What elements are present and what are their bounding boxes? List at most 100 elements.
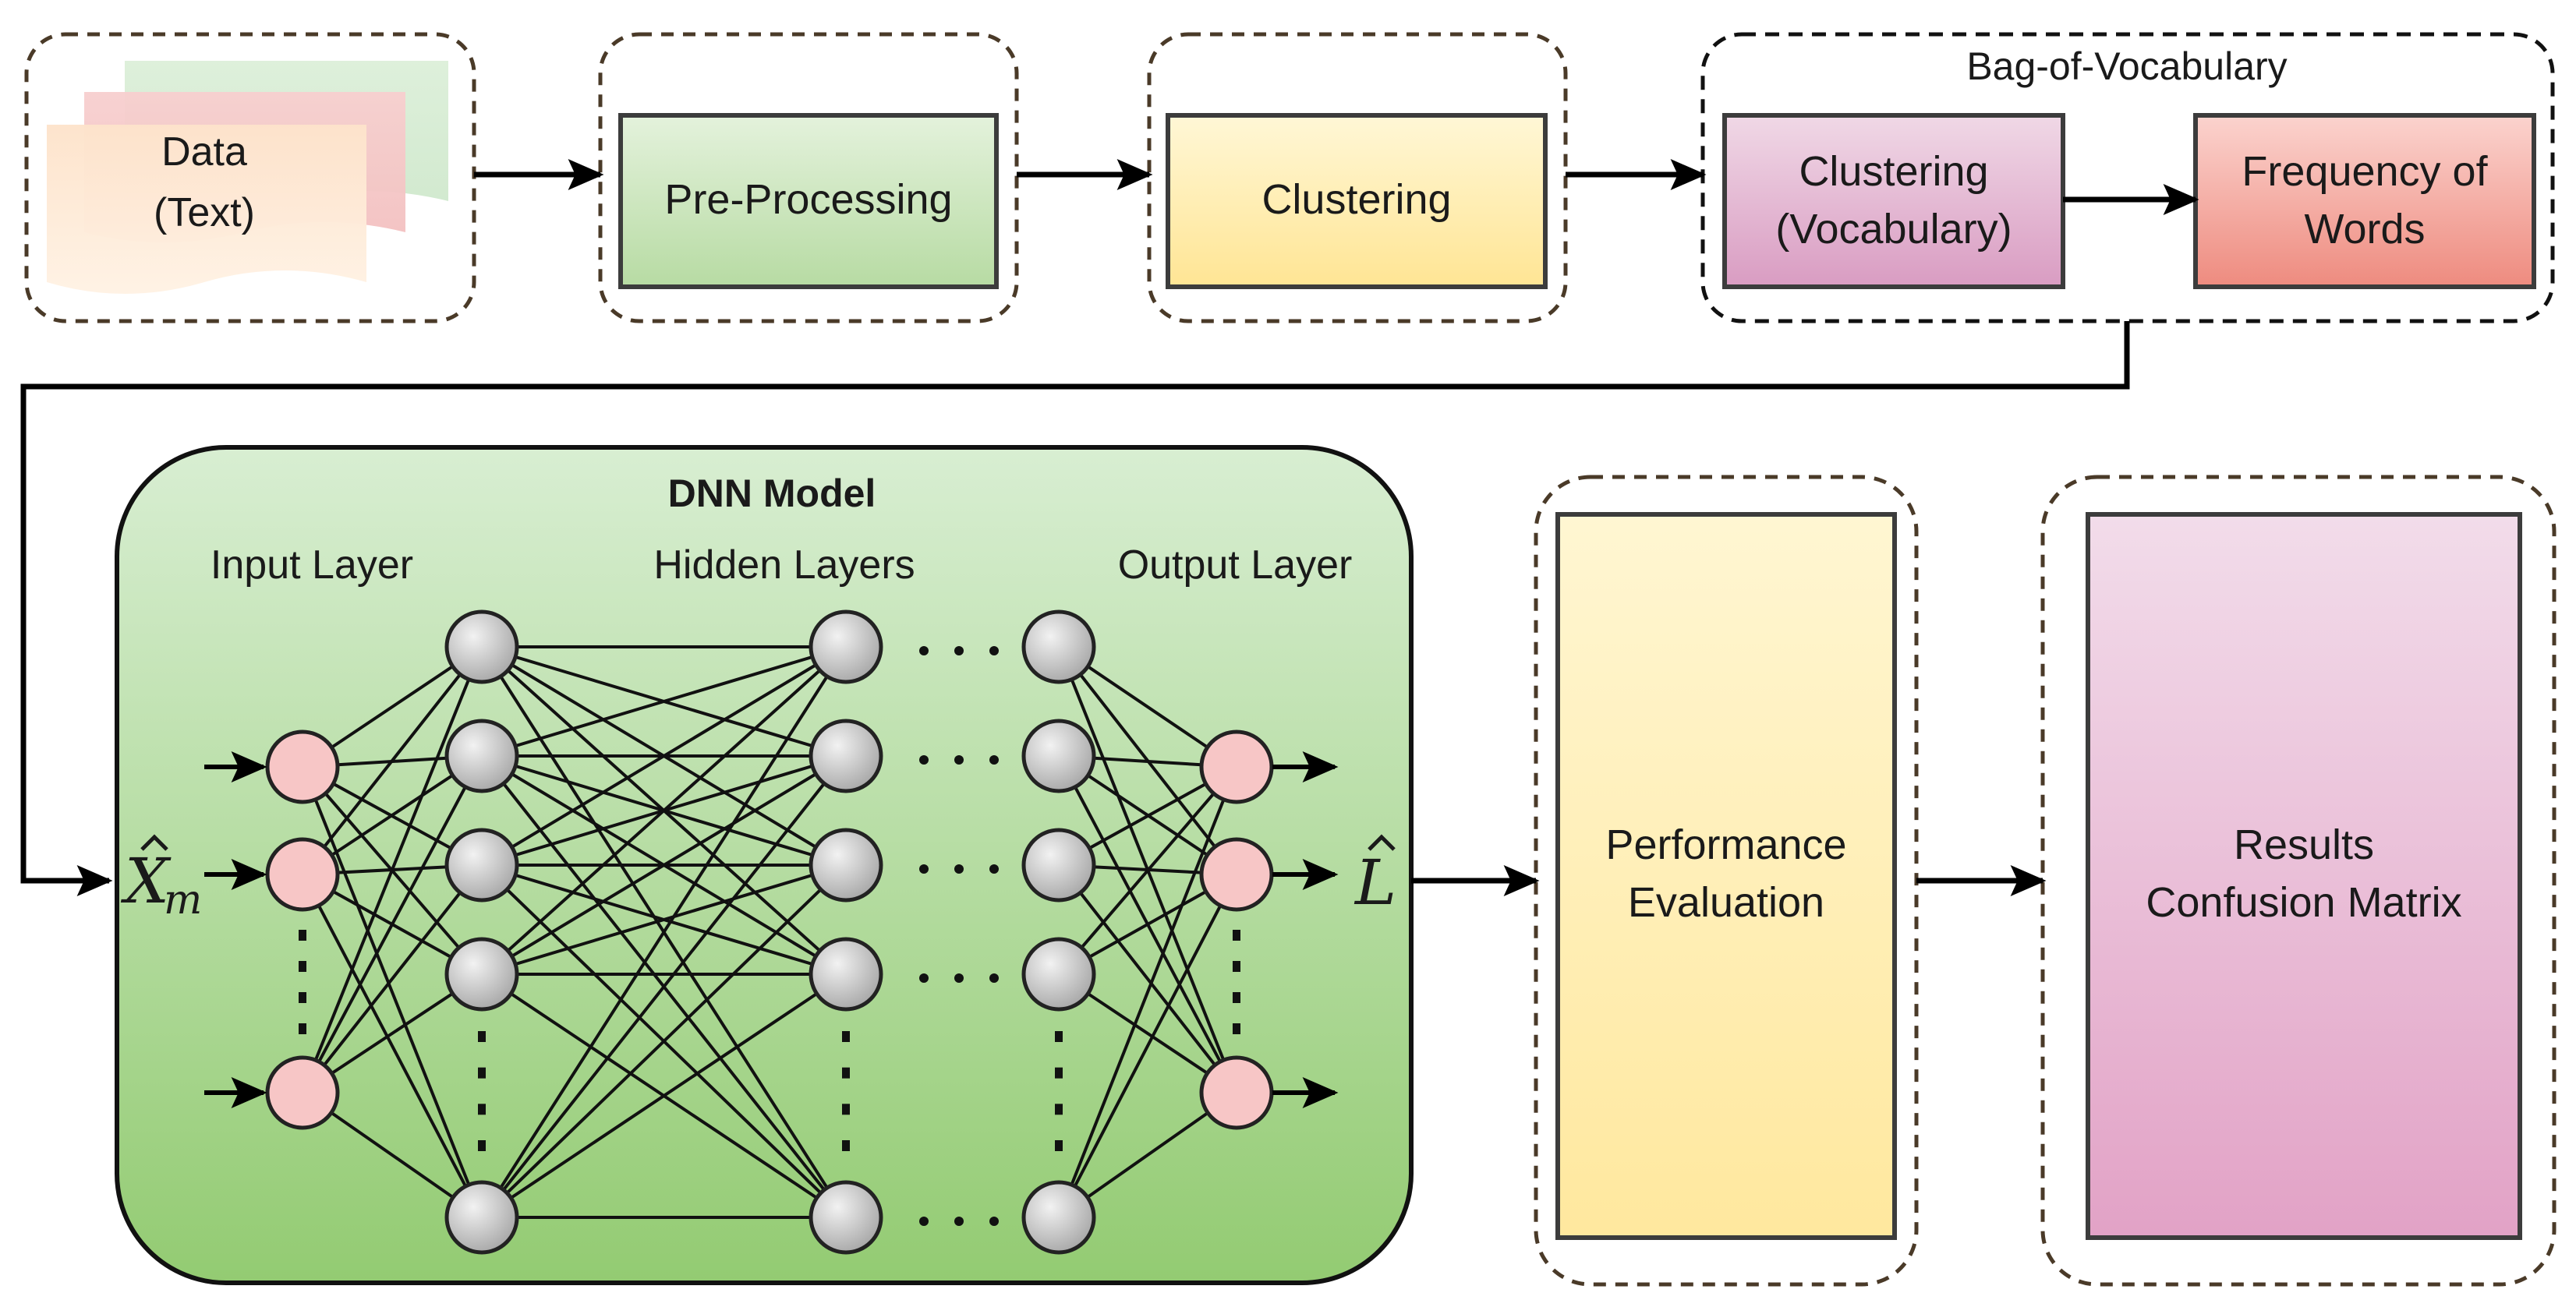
ellipsis-dot (954, 646, 964, 655)
edge-hidden-hidden (481, 864, 847, 976)
hidden-node (1021, 609, 1096, 684)
ellipsis-dot (842, 1067, 850, 1079)
hidden-node (1021, 1180, 1096, 1255)
edge-hidden-output (1057, 765, 1238, 976)
arrow-bov-to-dnn (20, 321, 2130, 896)
ellipsis-dot (1055, 1031, 1063, 1042)
data-group-frame (24, 32, 476, 323)
ellipsis-dot (842, 1031, 850, 1042)
ellipsis-dot (954, 1217, 964, 1226)
input-symbol-x: X (120, 845, 172, 917)
ellipsis-dot (1055, 1104, 1063, 1115)
ellipsis-dot (989, 646, 999, 655)
hidden-node (1021, 719, 1096, 793)
preprocessing-box (618, 113, 999, 289)
edge-hidden-hidden (480, 645, 847, 1219)
ellipsis-dot (919, 1217, 929, 1226)
ellipsis-dot (842, 1104, 850, 1115)
ellipsis-dot (1233, 992, 1240, 1003)
ellipsis-dot (989, 755, 999, 765)
output-symbol: L (1353, 834, 1396, 919)
edge-hidden-output (1057, 766, 1238, 1218)
performance-evaluation-box (1555, 512, 1897, 1240)
ellipsis-dot (1055, 1140, 1063, 1151)
edge-input-hidden (301, 874, 483, 1218)
network-io-arrows (204, 751, 1339, 1108)
ellipsis-dot (1233, 961, 1240, 972)
hidden-node (444, 719, 519, 793)
hidden-node (809, 1180, 883, 1255)
edge-input-hidden (301, 645, 483, 876)
input-node (265, 729, 340, 804)
ellipsis-dot (299, 992, 306, 1003)
edge-input-hidden (301, 766, 483, 1218)
bag-of-vocabulary-title: Bag-of-Vocabulary (1966, 44, 2287, 88)
output-layer-label: Output Layer (1118, 542, 1353, 588)
input-node (265, 1055, 340, 1130)
top-row-arrows (20, 159, 2199, 896)
clustering-group-frame (1147, 32, 1568, 323)
edge-hidden-output (1057, 874, 1238, 1218)
edge-input-hidden (301, 864, 483, 1094)
network-ellipsis-dots (299, 646, 1240, 1226)
ellipsis-dot (299, 930, 306, 941)
hidden-node (444, 1180, 519, 1255)
hidden-node (444, 937, 519, 1012)
hidden-node (1021, 828, 1096, 903)
output-symbol-l: L (1353, 846, 1396, 919)
hidden-node (809, 937, 883, 1012)
ellipsis-dot (478, 1067, 486, 1079)
hidden-layers-label: Hidden Layers (653, 542, 915, 588)
dnn-model-title: DNN Model (668, 472, 876, 515)
preprocessing-label: Pre-Processing (664, 176, 952, 223)
clustering-vocabulary-line1: Clustering (1799, 148, 1988, 195)
input-symbol-subscript: m (164, 877, 202, 924)
ellipsis-dot (1055, 1067, 1063, 1079)
network-nodes (265, 609, 1274, 1255)
ellipsis-dot (919, 864, 929, 874)
ellipsis-dot (954, 755, 964, 765)
hidden-node (1021, 937, 1096, 1012)
input-symbol-hat (140, 834, 168, 851)
frequency-of-words-box (2193, 113, 2536, 289)
ellipsis-dot (989, 864, 999, 874)
ellipsis-dot (989, 973, 999, 983)
output-node (1199, 1055, 1274, 1130)
preprocessing-group-frame (598, 32, 1019, 323)
frequency-of-words-line2: Words (2304, 206, 2425, 253)
ellipsis-dot (478, 1104, 486, 1115)
clustering-vocabulary-line2: (Vocabulary) (1775, 206, 2012, 253)
data-label-line1: Data (161, 129, 247, 175)
results-group-frame (2040, 475, 2557, 1287)
input-symbol: X m (120, 834, 202, 924)
results-box (2086, 512, 2522, 1240)
ellipsis-dot (1233, 930, 1240, 941)
ellipsis-dot (1233, 1023, 1240, 1034)
edge-input-hidden (301, 646, 483, 1093)
document-stack-icon (47, 61, 448, 294)
ellipsis-dot (919, 755, 929, 765)
performance-evaluation-line2: Evaluation (1628, 879, 1824, 926)
frequency-of-words-line1: Frequency of (2242, 148, 2488, 195)
edge-hidden-output (1057, 864, 1238, 1094)
results-line1: Results (2234, 821, 2374, 868)
performance-evaluation-line1: Performance (1605, 821, 1846, 868)
output-symbol-hat (1368, 834, 1396, 851)
edge-hidden-hidden (480, 645, 847, 976)
ellipsis-dot (954, 864, 964, 874)
edge-hidden-hidden (480, 973, 847, 1219)
ellipsis-dot (299, 1023, 306, 1034)
hidden-node (809, 828, 883, 903)
edge-hidden-hidden (480, 754, 847, 1219)
output-node (1199, 837, 1274, 912)
edge-input-hidden (301, 755, 483, 1093)
ellipsis-dot (842, 1140, 850, 1151)
input-layer-label: Input Layer (211, 542, 413, 588)
ellipsis-dot (478, 1140, 486, 1151)
results-line2: Confusion Matrix (2146, 879, 2461, 926)
ellipsis-dot (919, 973, 929, 983)
hidden-node (809, 719, 883, 793)
edge-hidden-hidden (481, 645, 847, 758)
edge-hidden-hidden (480, 754, 847, 976)
